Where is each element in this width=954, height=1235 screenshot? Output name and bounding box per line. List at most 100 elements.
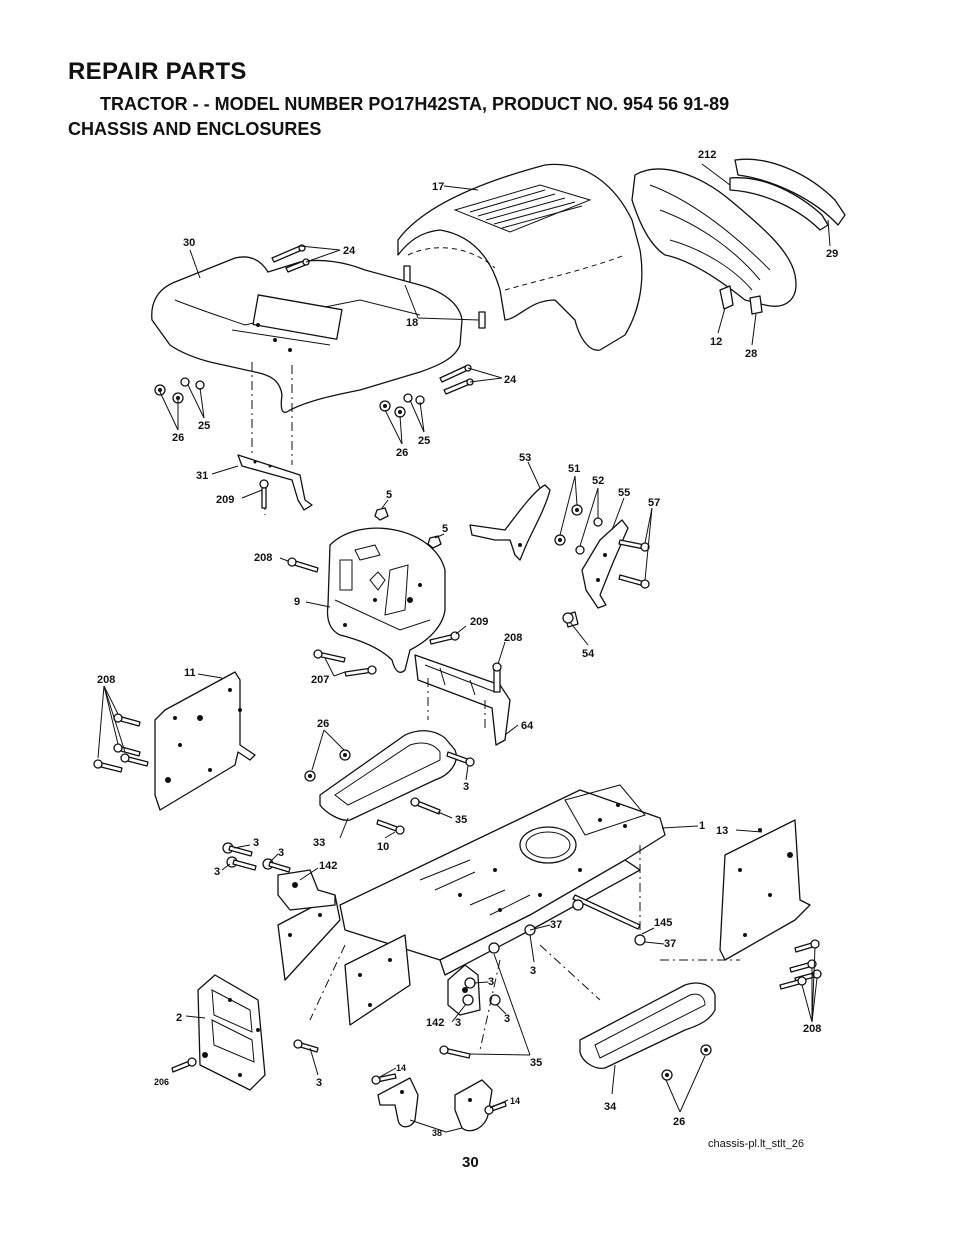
bracket-142-lower <box>447 924 536 1016</box>
callout-30: 30 <box>183 237 195 249</box>
callout-26-lower: 26 <box>673 1116 685 1128</box>
hood-part <box>397 163 643 351</box>
callout-labels: 212 17 29 30 24 18 12 28 24 26 25 26 25 … <box>97 149 838 1138</box>
bracket-142-upper <box>277 869 336 911</box>
callout-53: 53 <box>519 452 531 464</box>
callout-208-left: 208 <box>97 674 115 686</box>
callout-37-right: 37 <box>664 938 676 950</box>
callout-3-bracket-c: 3 <box>504 1013 510 1025</box>
bolt-208-a <box>287 557 319 573</box>
screw-54 <box>562 611 579 628</box>
callout-35-lower: 35 <box>530 1057 542 1069</box>
bolt-209-upper <box>259 479 269 509</box>
callout-142-lower: 142 <box>426 1017 444 1029</box>
callout-29: 29 <box>826 248 838 260</box>
side-plate-13 <box>719 819 811 961</box>
callout-51: 51 <box>568 463 580 475</box>
callout-17: 17 <box>432 181 444 193</box>
callout-209-mid: 209 <box>470 616 488 628</box>
bolt-24-lower <box>439 364 474 395</box>
bolt-3-front-lower <box>293 1039 319 1053</box>
bracket-38-right <box>454 1079 493 1132</box>
rod-145 <box>572 894 646 946</box>
nut-5-a <box>374 507 389 521</box>
dash-support-part <box>326 527 446 673</box>
callout-13: 13 <box>716 825 728 837</box>
callout-9: 9 <box>294 596 300 608</box>
callout-54: 54 <box>582 648 595 660</box>
callout-52: 52 <box>592 475 604 487</box>
footrest-33 <box>304 730 475 835</box>
nut-washer-left <box>154 377 205 404</box>
drawing-id: chassis-pl.lt_stlt_26 <box>708 1138 804 1150</box>
bracket-55 <box>581 519 629 609</box>
callout-26-mid: 26 <box>317 718 329 730</box>
callout-5-b: 5 <box>442 523 448 535</box>
dash-panel-part <box>151 256 463 413</box>
callout-24-lower: 24 <box>504 374 517 386</box>
model-subtitle: TRACTOR - - MODEL NUMBER PO17H42STA, PRO… <box>100 94 730 114</box>
bolt-57 <box>618 539 650 589</box>
steering-bracket-53 <box>469 484 551 561</box>
bolt-24-upper <box>271 244 310 273</box>
section-title: CHASSIS AND ENCLOSURES <box>68 119 322 139</box>
callout-208-mid: 208 <box>504 632 522 644</box>
callout-1: 1 <box>699 820 705 832</box>
channel-64 <box>414 654 511 746</box>
frame-side-plate <box>344 934 411 1026</box>
callout-55: 55 <box>618 487 630 499</box>
callout-206: 206 <box>154 1077 169 1087</box>
bolt-35-lower <box>439 1045 471 1059</box>
front-bracket-2 <box>197 974 266 1091</box>
callout-208-upper: 208 <box>254 552 272 564</box>
callout-18: 18 <box>406 317 418 329</box>
callout-5-a: 5 <box>386 489 392 501</box>
callout-10: 10 <box>377 841 389 853</box>
callout-208-right: 208 <box>803 1023 821 1035</box>
callout-25-upper-left: 25 <box>198 420 210 432</box>
callout-3-mid: 3 <box>463 781 469 793</box>
bracket-38-left <box>377 1077 419 1128</box>
callout-142-upper: 142 <box>319 860 337 872</box>
bolt-208-right-group <box>779 939 822 990</box>
footrest-34 <box>579 982 716 1081</box>
callout-3-center: 3 <box>530 965 536 977</box>
callout-3-front-c: 3 <box>214 866 220 878</box>
nut-51-52 <box>554 504 603 555</box>
bolt-206 <box>171 1057 197 1073</box>
callout-145: 145 <box>654 917 672 929</box>
nut-5-b <box>427 535 442 549</box>
leader-lines <box>97 163 831 1133</box>
callout-37-left: 37 <box>550 919 562 931</box>
callout-24-upper: 24 <box>343 245 356 257</box>
callout-3-front-b: 3 <box>278 847 284 859</box>
bracket-31-part <box>237 454 313 515</box>
callout-64: 64 <box>521 720 534 732</box>
nut-washer-right <box>379 393 425 418</box>
callout-57: 57 <box>648 497 660 509</box>
callout-209-upper: 209 <box>216 494 234 506</box>
callout-212: 212 <box>698 149 716 161</box>
callout-14-left: 14 <box>396 1063 406 1073</box>
callout-3-front-a: 3 <box>253 837 259 849</box>
bolt-209-mid <box>429 631 460 645</box>
callout-26-upper-left: 26 <box>172 432 184 444</box>
callout-33: 33 <box>313 837 325 849</box>
callout-14-right: 14 <box>510 1096 520 1106</box>
callout-35-mid: 35 <box>455 814 467 826</box>
bolt-207 <box>313 649 377 677</box>
callout-3-lower: 3 <box>316 1077 322 1089</box>
callout-3-bracket-a: 3 <box>488 976 494 988</box>
callout-34: 34 <box>604 1101 617 1113</box>
callout-28: 28 <box>745 348 757 360</box>
callout-25-upper-right: 25 <box>418 435 430 447</box>
page-number: 30 <box>462 1154 479 1171</box>
bolt-208-left-group <box>93 713 149 773</box>
callout-207: 207 <box>311 674 329 686</box>
callout-11: 11 <box>184 667 196 679</box>
callout-12: 12 <box>710 336 722 348</box>
callout-38: 38 <box>432 1128 442 1138</box>
callout-26-upper-right: 26 <box>396 447 408 459</box>
grille-part <box>631 158 846 315</box>
